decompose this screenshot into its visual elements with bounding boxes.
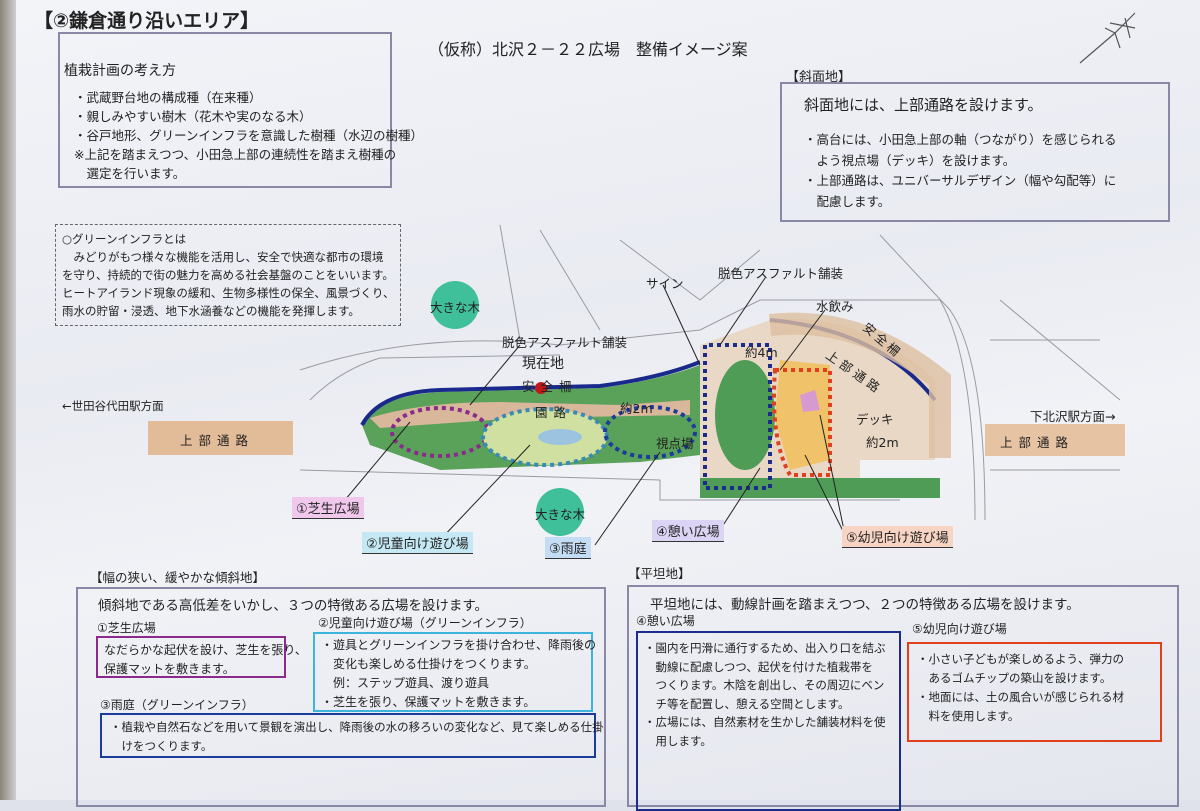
zone2-title: ②児童向け遊び場（グリーンインフラ） — [318, 616, 532, 630]
garden-path-label: 園路 — [535, 405, 573, 420]
upper-path-label: 上部通路 — [1000, 435, 1075, 450]
slope-list: ・高台には、小田急上部の軸（つながり）を感じられる よう視点場（デッキ）を設けま… — [804, 130, 1117, 212]
big-tree-marker — [431, 281, 479, 329]
safety-fence-line — [360, 360, 701, 427]
zone3-title: ③雨庭（グリーンインフラ） — [100, 698, 254, 712]
planting-item: ・親しみやすい樹木（花木や実のなる木） — [74, 109, 312, 124]
zone4-line: 動線に配慮しつつ、起伏を付けた植栽帯を — [644, 659, 873, 674]
planting-policy-box — [58, 32, 392, 188]
planting-list: ・武蔵野台地の構成種（在来種） ・親しみやすい樹木（花木や実のなる木） ・谷戸地… — [74, 88, 423, 183]
zone2-box: ・遊具とグリーンインフラを掛け合わせ、降雨後の 変化も楽しめる仕掛けをつくります… — [313, 632, 597, 712]
big-tree-label: 大きな木 — [535, 507, 586, 522]
zone5-line: 料を使用します。 — [917, 709, 1020, 723]
slope-line: ・上部通路は、ユニバーサルデザイン（幅や勾配等）に — [804, 173, 1117, 188]
zone3-box: ・植栽や自然石などを用いて景観を演出し、降雨後の水の移ろいの変化など、見て楽しめ… — [100, 713, 604, 758]
zone1-line: 保護マットを敷きます。 — [104, 662, 235, 676]
zone4-label: ④憩い広場 — [652, 520, 724, 542]
zone3-line: ・植栽や自然石などを用いて景観を演出し、降雨後の水の移ろいの変化など、見て楽しめ… — [110, 720, 604, 734]
asphalt-label: 脱色アスファルト舗装 — [502, 335, 628, 350]
photo-edge — [0, 0, 16, 800]
main-title: （仮称）北沢２－２２広場 整備イメージ案 — [428, 40, 748, 59]
safety-fence-label: 安全柵 — [522, 379, 578, 394]
green-infra-line: ヒートアイランド現象の緩和、生物多様性の保全、風景づくり、 — [62, 286, 395, 300]
slope-line: よう視点場（デッキ）を設けます。 — [804, 152, 1016, 168]
zone2-line: 例：ステップ遊具、渡り遊具 — [321, 676, 490, 690]
direction-shimokitazawa: 下北沢駅方面→ — [1030, 409, 1116, 424]
zone2-line: 変化も楽しめる仕掛けをつくります。 — [321, 657, 536, 671]
zone3-line: けをつくります。 — [110, 739, 213, 753]
current-location-dot — [535, 382, 547, 394]
upper-path-label: 上部通路 — [180, 433, 255, 448]
planting-item: ・武蔵野台地の構成種（在来種） — [74, 90, 262, 105]
zone1-line: なだらかな起伏を設け、芝生を張り、 — [104, 643, 307, 657]
planting-island — [715, 360, 775, 470]
compass-icon — [1079, 12, 1136, 64]
narrow-slope-label: 【幅の狭い、緩やかな傾斜地】 — [90, 570, 266, 585]
planting-note: 選定を行います。 — [74, 166, 186, 181]
zone4-line: ・広場には、自然素材を生かした舗装材料を使 — [644, 715, 886, 729]
zone4-line: 用します。 — [644, 733, 712, 748]
sign-label: サイン — [646, 276, 684, 291]
deck-label: デッキ — [856, 412, 894, 427]
zone2-line: ・遊具とグリーンインフラを掛け合わせ、降雨後の — [321, 638, 597, 652]
area-title: 【②鎌倉通り沿いエリア】 — [34, 10, 260, 32]
zone5-line: あるゴムチップの築山を設けます。 — [917, 671, 1112, 685]
zone1-title: ①芝生広場 — [97, 621, 156, 635]
zone4-box: ・園内を円滑に通行するため、出入り口を結ぶ 動線に配慮しつつ、起伏を付けた植栽帯… — [636, 631, 901, 811]
slope-box — [780, 82, 1170, 222]
zone3-label: ③雨庭 — [545, 537, 591, 559]
upper-path-right — [985, 424, 1125, 456]
rubber-mound — [800, 390, 820, 412]
green-infra-line: を守り、持続的で街の魅力を高める社会基盤のことをいいます。 — [62, 268, 394, 282]
zone4-line: チ等を配置し、憩える空間とします。 — [644, 696, 850, 711]
road-linework — [299, 224, 1121, 521]
toddler-play-area — [775, 360, 830, 470]
planting-note: ※上記を踏まえつつ、小田急上部の連続性を踏まえ樹種の — [74, 147, 397, 162]
big-tree-label: 大きな木 — [430, 300, 481, 315]
zone5-line: ・小さい子どもが楽しめるよう、弾力の — [917, 652, 1124, 666]
upper-path-left — [148, 421, 293, 455]
leader-lines — [344, 277, 846, 546]
green-infra-line: ○グリーンインフラとは — [62, 232, 187, 246]
fountain-label: 水飲み — [816, 299, 854, 314]
zone4-line: つくります。木陰を創出し、その周辺にベン — [644, 678, 885, 692]
slope-line: ・高台には、小田急上部の軸（つながり）を感じられる — [804, 132, 1117, 147]
current-location-label: 現在地 — [522, 356, 564, 372]
zone4-outline — [703, 343, 772, 490]
asphalt-label: 脱色アスファルト舗装 — [718, 266, 844, 281]
width-label: 約2m — [620, 401, 653, 416]
planting-item: ・谷戸地形、グリーンインフラを意識した樹種（水辺の樹種） — [74, 128, 424, 143]
zone2-line: ・芝生を張り、保護マットを敷きます。 — [321, 695, 536, 709]
zone1-box: なだらかな起伏を設け、芝生を張り、 保護マットを敷きます。 — [96, 636, 307, 678]
green-infra-line: みどりがもつ様々な機能を活用し、安全で快適な都市の環境 — [62, 250, 384, 264]
width-label: 約2m — [866, 435, 899, 450]
zone5-title: ⑤幼児向け遊び場 — [912, 622, 1007, 636]
big-tree-marker — [536, 488, 584, 536]
zone2-label: ②児童向け遊び場 — [362, 532, 473, 554]
zone4-line: ・園内を円滑に通行するため、出入り口を結ぶ — [644, 641, 886, 655]
green-infra-line: 雨水の貯留・浸透、地下水涵養などの機能を発揮します。 — [62, 304, 360, 318]
zone4-title: ④憩い広場 — [636, 614, 695, 628]
zone5-label: ⑤幼児向け遊び場 — [842, 526, 953, 548]
planting-heading: 植栽計画の考え方 — [64, 63, 176, 79]
zone1-label: ①芝生広場 — [292, 497, 364, 519]
flat-lead: 平坦地には、動線計画を踏まえつつ、２つの特徴ある広場を設けます。 — [650, 597, 1080, 613]
narrow-lead: 傾斜地である高低差をいかし、３つの特徴ある広場を設けます。 — [98, 598, 489, 614]
green-infra-text: ○グリーンインフラとは みどりがもつ様々な機能を活用し、安全で快適な都市の環境 … — [62, 230, 394, 320]
zone5-box: ・小さい子どもが楽しめるよう、弾力の あるゴムチップの築山を設けます。 ・地面に… — [907, 642, 1162, 742]
viewpoint-label: 視点場 — [656, 436, 694, 451]
flat-label: 【平坦地】 — [628, 566, 691, 581]
direction-setagaya-daita: ←世田谷代田駅方面 — [62, 399, 164, 413]
width-label: 約4m — [745, 345, 778, 360]
green-infra-box — [55, 224, 401, 326]
zone5-line: ・地面には、土の風合いが感じられる材 — [917, 690, 1124, 704]
zone5-outline — [772, 368, 832, 477]
slope-lead: 斜面地には、上部通路を設けます。 — [804, 96, 1043, 114]
slope-label: 【斜面地】 — [786, 70, 852, 85]
slope-line: 配慮します。 — [804, 193, 891, 209]
zone3-outline — [603, 405, 697, 459]
